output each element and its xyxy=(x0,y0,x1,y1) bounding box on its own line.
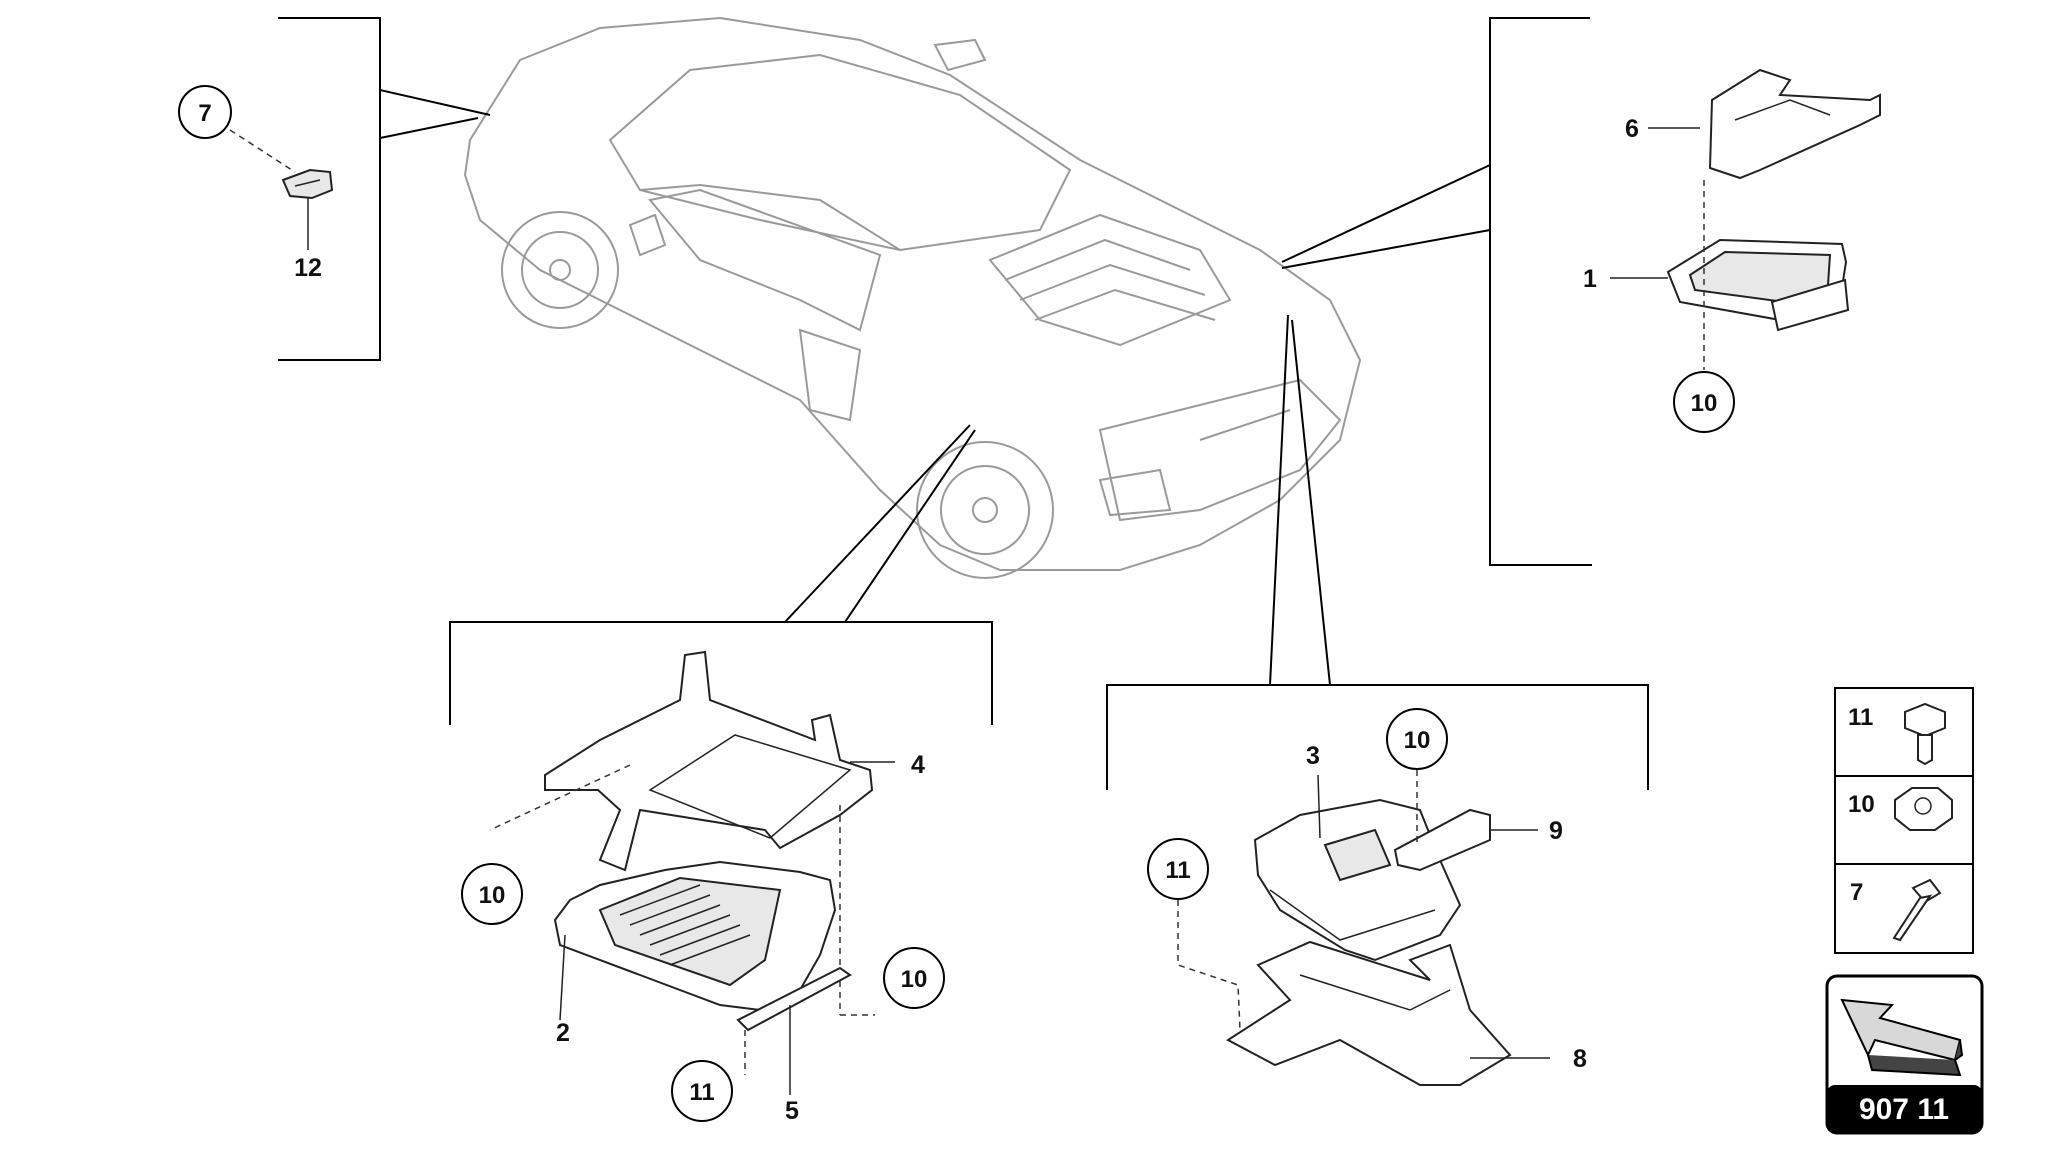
callout-circle xyxy=(461,863,523,925)
callout-11-right: 11 xyxy=(1165,857,1190,884)
legend-number-11: 11 xyxy=(1848,704,1873,731)
callout-11-left: 11 xyxy=(689,1079,714,1106)
callout-10-mid: 10 xyxy=(901,966,928,993)
part-8-plate xyxy=(1177,900,1550,1086)
callout-4: 4 xyxy=(911,751,925,779)
diagram-code-badge: 907 11 xyxy=(1825,974,1984,1135)
part-5-strip xyxy=(736,966,852,1095)
callout-5: 5 xyxy=(785,1097,799,1125)
callout-10-top: 10 xyxy=(1691,390,1718,417)
part-6-bracket xyxy=(1648,68,1881,180)
legend-number-7: 7 xyxy=(1850,879,1863,906)
hardware-legend: 11 10 7 xyxy=(1834,687,1974,954)
bolt-icon xyxy=(1904,702,1946,766)
callout-6: 6 xyxy=(1625,115,1639,143)
callout-7: 7 xyxy=(198,100,211,127)
callout-circle xyxy=(1147,838,1209,900)
diagram-code: 907 11 xyxy=(1859,1093,1949,1126)
callout-circle xyxy=(883,947,945,1009)
part-4-bracket xyxy=(489,650,895,1016)
callout-circle xyxy=(671,1060,733,1122)
part-2-control-unit xyxy=(553,860,837,1021)
part-9-bracket xyxy=(1393,770,1538,872)
callout-3: 3 xyxy=(1306,742,1320,770)
callout-8: 8 xyxy=(1573,1045,1587,1073)
screw-icon xyxy=(1892,878,1942,942)
part-12-clip xyxy=(229,129,334,250)
callouts: 7 12 6 1 10 4 10 2 10 11 5 3 10 9 11 xyxy=(178,85,1735,1125)
callout-10-right: 10 xyxy=(1404,727,1431,754)
callout-1: 1 xyxy=(1583,265,1597,293)
callout-circle xyxy=(1386,708,1448,770)
leader-lines xyxy=(278,17,1649,790)
car-illustration xyxy=(463,16,1362,579)
callout-circle xyxy=(178,85,232,139)
part-3-control-unit xyxy=(1253,774,1462,962)
callout-9: 9 xyxy=(1549,817,1563,845)
callout-2: 2 xyxy=(556,1019,570,1047)
part-1-control-unit xyxy=(1610,180,1850,370)
legend-number-10: 10 xyxy=(1848,791,1875,818)
callout-10-left: 10 xyxy=(479,882,506,909)
callout-circle xyxy=(1673,371,1735,433)
nut-icon xyxy=(1894,787,1953,831)
callout-12: 12 xyxy=(294,254,322,282)
